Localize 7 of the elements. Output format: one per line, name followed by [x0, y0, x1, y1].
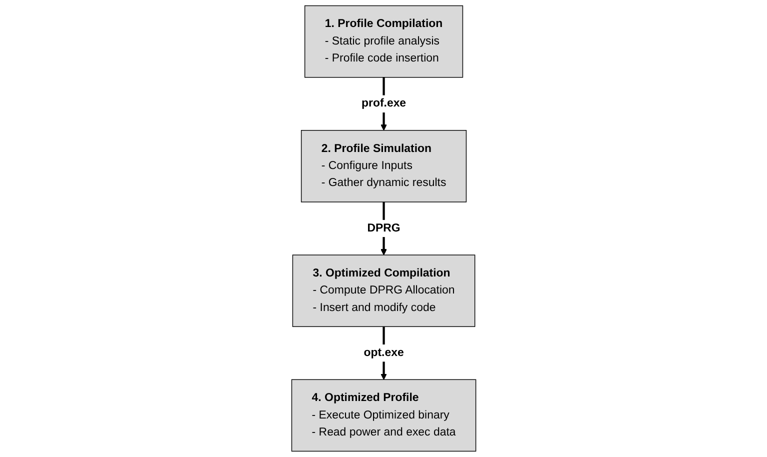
- edge-label: opt.exe: [363, 346, 404, 359]
- node-box: 2. Profile Simulation - Configure Inputs - Gather dynamic results: [300, 130, 466, 202]
- node-box: 3. Optimized Compilation - Compute DPRG Allocation - Insert and modify code: [292, 254, 475, 327]
- node-box: 4. Optimized Profile - Execute Optimized binary - Read power and exec data: [291, 379, 476, 452]
- edge-label: DPRG: [366, 222, 400, 234]
- edge-label: prof.exe: [361, 97, 406, 110]
- node-box: 1. Profile Compilation - Static profile analysis - Profile code insertion: [304, 5, 463, 78]
